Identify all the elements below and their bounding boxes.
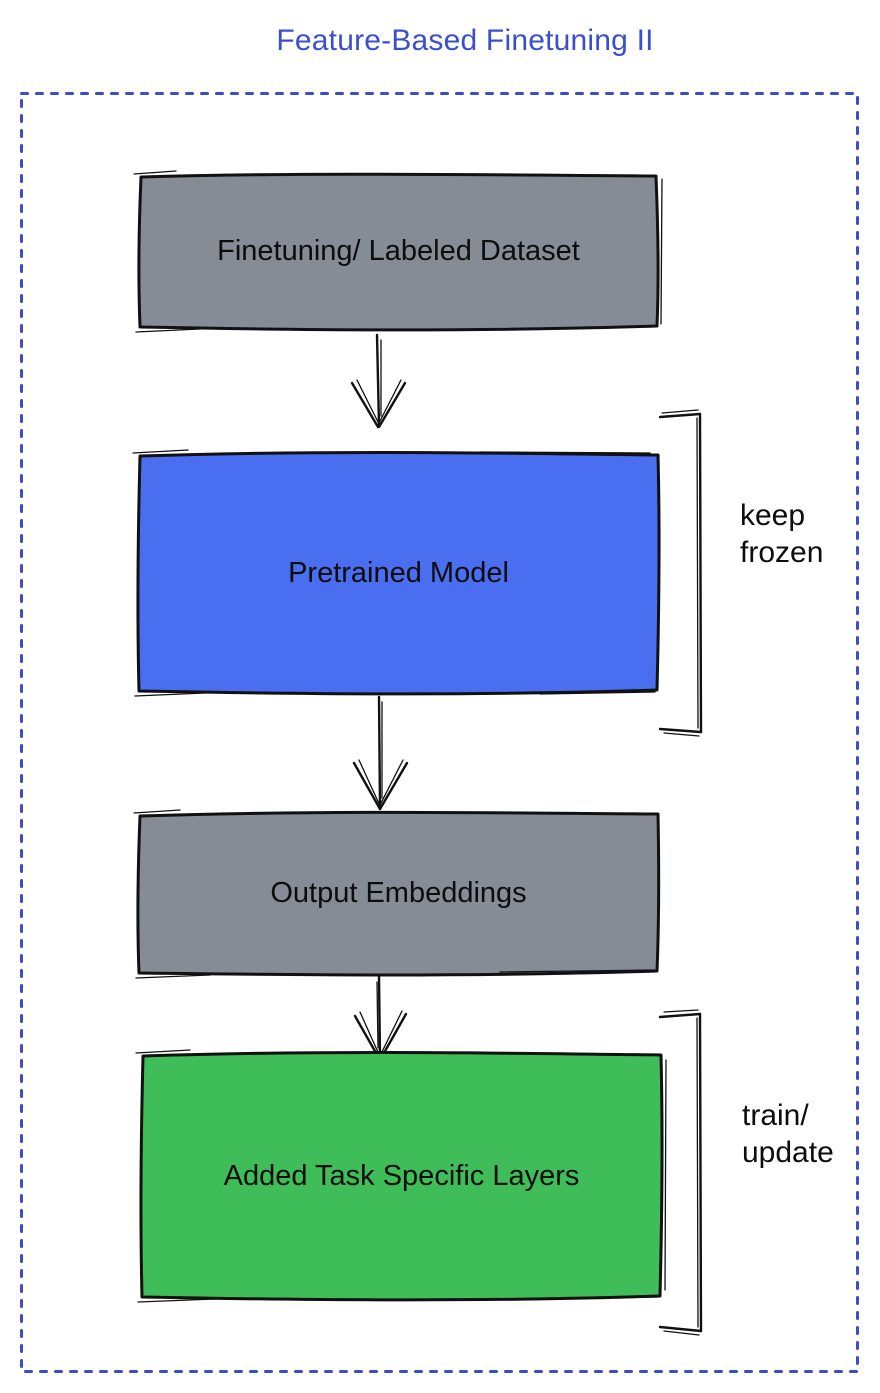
page-title: Feature-Based Finetuning II: [276, 24, 654, 57]
node-task-specific-layers-shape: [135, 1049, 667, 1303]
arrow-embeddings-to-layers: [353, 975, 408, 1062]
dotted-frame: [20, 92, 859, 1373]
bracket-train-update: [658, 1009, 703, 1336]
node-pretrained-model-shape: [132, 449, 661, 697]
bracket-keep-frozen: [658, 409, 703, 737]
node-output-embeddings-shape: [133, 809, 661, 979]
node-finetuning-dataset-shape: [133, 170, 663, 333]
arrow-dataset-to-model: [350, 333, 407, 429]
arrow-model-to-embeddings: [352, 695, 409, 811]
